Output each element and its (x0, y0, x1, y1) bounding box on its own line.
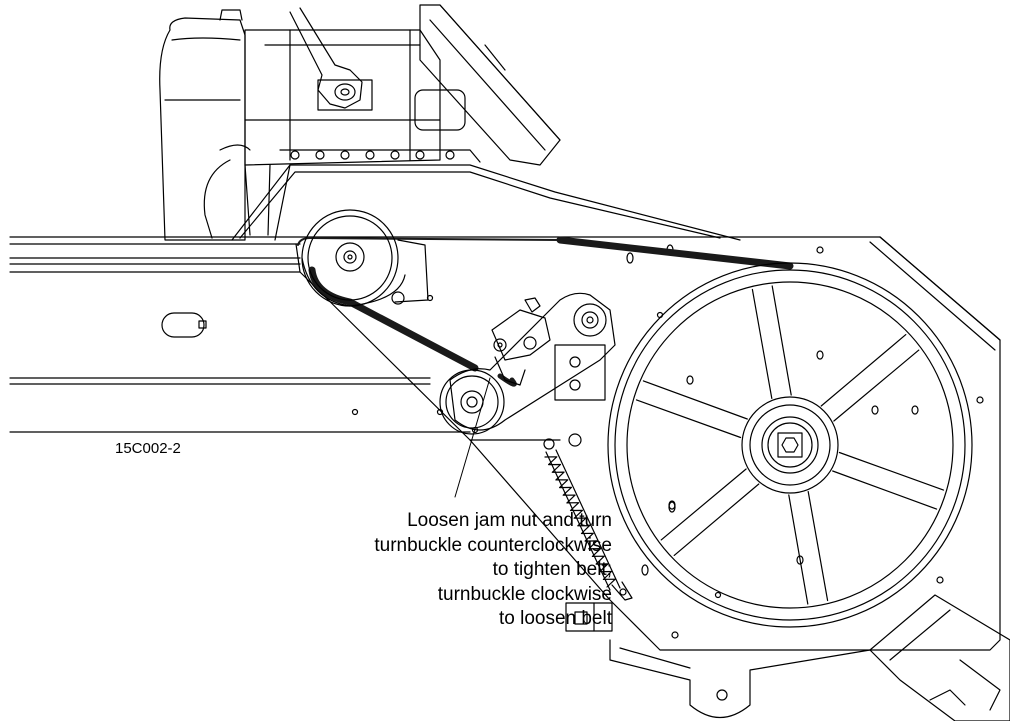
callout-leader-line (454, 377, 491, 498)
callout-line-5: to loosen belt (498, 608, 612, 629)
spring-coils (544, 456, 616, 588)
wheel-spoke-edge (832, 470, 938, 510)
part-number-label: 15C002-2 (115, 440, 181, 457)
wheel-spoke-edge (642, 380, 748, 420)
guard-top-plate (231, 164, 741, 241)
callout-line-1: Loosen jam nut and turn (407, 510, 612, 531)
wheel-spoke-edge (820, 334, 907, 407)
wheel-spoke-edge (635, 399, 742, 439)
callout-line-2: turnbuckle counterclockwise (374, 534, 612, 556)
wheel-spoke-edge (771, 285, 792, 396)
callout-line-3: to tighten belt; (492, 559, 612, 580)
wheel-spoke-edge (673, 483, 760, 556)
engine-assembly (159, 4, 561, 241)
wheel-spoke-edge (660, 468, 747, 541)
tension-spring (543, 438, 633, 601)
adjustment-callout: Loosen jam nut and turn turnbuckle count… (374, 509, 612, 632)
frame-rails (9, 236, 881, 433)
driven-pulley (607, 262, 973, 628)
wheel-spoke-edge (751, 288, 773, 399)
drive-belt (297, 236, 794, 387)
callout-line-4: turnbuckle clockwise (437, 583, 612, 605)
wheel-spoke-edge (807, 491, 829, 602)
wheel-spoke-edge (833, 349, 920, 422)
wheel-spoke-edge (788, 494, 809, 605)
wheel-spoke-edge (838, 451, 945, 491)
idler-pulley (439, 292, 616, 447)
engine-pulley (301, 209, 429, 307)
belt-housing (295, 236, 1010, 721)
